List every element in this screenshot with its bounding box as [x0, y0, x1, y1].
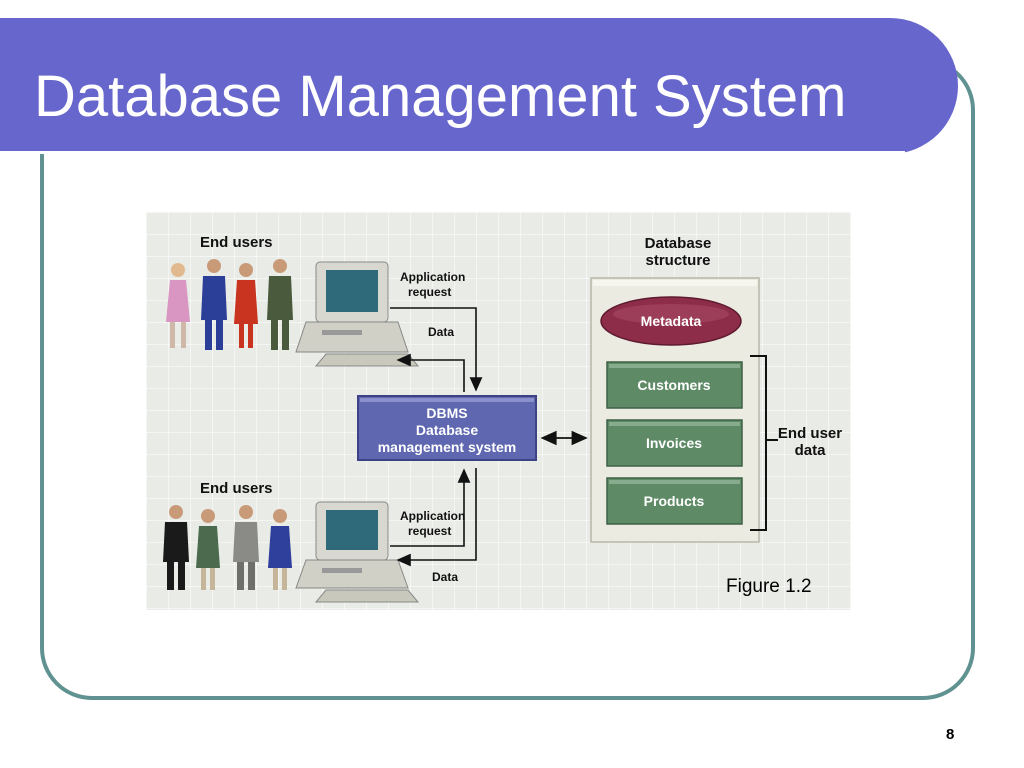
dbms-line-3: management system	[378, 439, 517, 455]
bottom-end-users-figures	[163, 505, 292, 590]
person-icon	[163, 505, 189, 590]
person-icon	[166, 263, 190, 348]
table-invoices-label: Invoices	[646, 435, 702, 451]
end-user-data-bracket	[750, 355, 778, 531]
dbms-line-2: Database	[416, 422, 478, 438]
database-structure-heading-2: structure	[645, 252, 710, 269]
top-data-arrow	[396, 353, 465, 392]
dbms-figure: End users	[146, 212, 851, 610]
bottom-data-label: Data	[432, 570, 458, 584]
table-customers-label: Customers	[637, 377, 710, 393]
person-icon	[233, 505, 259, 590]
figure-caption: Figure 1.2	[726, 576, 812, 597]
dbms-line-1: DBMS	[426, 405, 467, 421]
person-icon	[234, 263, 258, 348]
bottom-end-users-label: End users	[200, 480, 273, 497]
metadata-label: Metadata	[641, 313, 702, 329]
slide-number: 8	[946, 726, 955, 743]
bottom-request-label-1: Application	[400, 509, 465, 523]
metadata-ellipse	[600, 296, 742, 346]
table-customers	[606, 361, 743, 409]
bottom-data-arrow	[396, 468, 477, 567]
top-request-arrow	[390, 307, 483, 392]
bottom-request-arrow	[390, 468, 471, 547]
database-structure-heading-1: Database	[645, 235, 712, 252]
table-products-label: Products	[644, 493, 705, 509]
bottom-computer-icon	[295, 501, 420, 603]
end-user-data-label-1: End user	[778, 425, 842, 442]
top-request-label-1: Application	[400, 270, 465, 284]
slide-title: Database Management System	[34, 64, 847, 129]
title-bar: Database Management System	[0, 18, 958, 154]
table-products	[606, 477, 743, 525]
table-invoices	[606, 419, 743, 467]
end-user-data-label-2: data	[795, 442, 827, 459]
person-icon	[196, 509, 220, 590]
top-end-users-figures	[166, 259, 293, 350]
top-request-label-2: request	[408, 285, 451, 299]
dbms-diagram: End users	[163, 234, 842, 603]
person-icon	[201, 259, 227, 350]
top-end-users-label: End users	[200, 234, 273, 251]
person-icon	[267, 259, 293, 350]
top-computer-icon	[295, 261, 420, 367]
top-data-label: Data	[428, 325, 454, 339]
bottom-request-label-2: request	[408, 524, 451, 538]
title-underline	[0, 151, 905, 154]
dbms-box	[357, 395, 537, 461]
person-icon	[268, 509, 292, 590]
